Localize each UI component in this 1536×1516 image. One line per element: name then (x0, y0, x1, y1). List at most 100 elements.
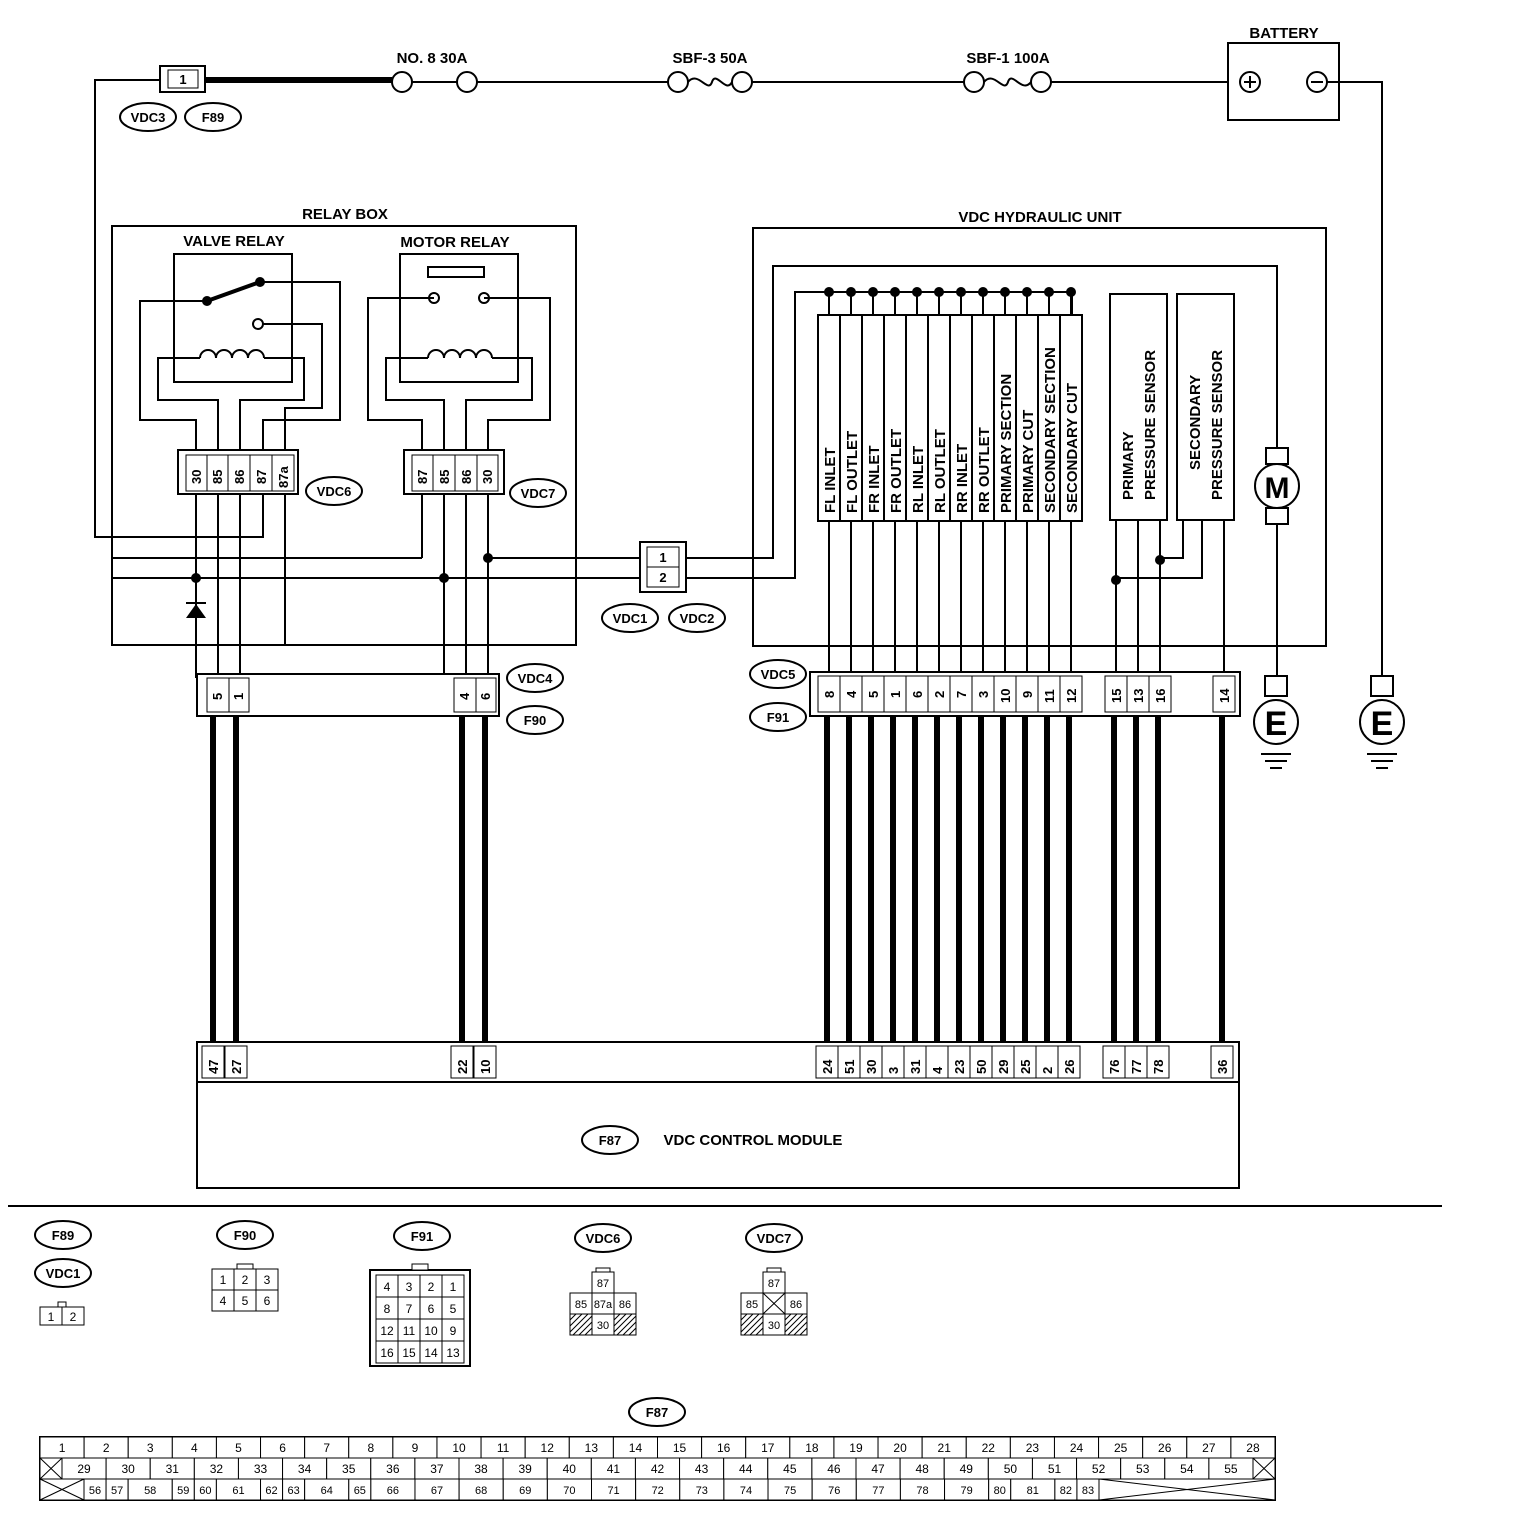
tag-vdc1: VDC1 (613, 611, 648, 626)
legend-pin: 21 (938, 1441, 952, 1455)
legend-pin: 28 (1246, 1441, 1260, 1455)
vdc6-pin: 30 (189, 470, 204, 484)
legend-pin: 40 (563, 1462, 577, 1476)
legend-pin: 49 (960, 1462, 974, 1476)
legend-pin: 53 (1136, 1462, 1150, 1476)
legend-pin: 3 (147, 1441, 154, 1455)
legend-pin: 13 (446, 1346, 460, 1360)
vdc5-pin: 8 (822, 691, 837, 698)
legend-pin: 59 (177, 1485, 189, 1497)
legend-pin: 2 (70, 1310, 77, 1324)
legend-pin: 75 (784, 1485, 796, 1497)
module-pin: 23 (952, 1060, 967, 1074)
valve-label: FL OUTLET (844, 431, 861, 513)
legend-pin: 6 (279, 1441, 286, 1455)
legend-pin: 1 (59, 1441, 66, 1455)
legend-pin: 30 (597, 1320, 609, 1332)
vdc5-pin: 13 (1131, 689, 1146, 703)
legend-pin: 1 (48, 1310, 55, 1324)
legend-pin: 17 (761, 1441, 775, 1455)
legend-pin: 30 (768, 1320, 780, 1332)
legend-pin: 4 (384, 1280, 391, 1294)
tag-vdc4: VDC4 (518, 671, 553, 686)
valve-relay-label: VALVE RELAY (183, 233, 284, 250)
module-pin: 30 (864, 1060, 879, 1074)
legend-pin: 29 (77, 1462, 91, 1476)
legend-pin: 12 (380, 1324, 394, 1338)
vdc6-pin: 87 (254, 470, 269, 484)
legend-pin: 61 (232, 1485, 244, 1497)
tag-f89: F89 (52, 1228, 74, 1243)
legend-pin: 5 (235, 1441, 242, 1455)
legend-pin: 82 (1060, 1485, 1072, 1497)
legend-pin: 78 (916, 1485, 928, 1497)
legend-cell (441, 1340, 465, 1364)
vdc7-pin: 87 (415, 470, 430, 484)
legend-pin: 64 (321, 1485, 333, 1497)
legend-pin: 7 (406, 1302, 413, 1316)
legend-vdc7: VDC7 87 85 86 30 (740, 1223, 808, 1336)
legend-pin: 81 (1027, 1485, 1039, 1497)
legend-pin: 24 (1070, 1441, 1084, 1455)
vdc4-pin: 4 (457, 692, 472, 700)
module-pin-cell (224, 1045, 248, 1079)
power-supply-line: 1 NO. 8 30A SBF-3 50A SBF-1 100A (94, 25, 1383, 676)
module-pin: 29 (996, 1060, 1011, 1074)
vdc1-vdc2-connector: 1 2 VDC1 VDC2 (601, 265, 1278, 633)
vdc5-pin: 16 (1153, 689, 1168, 703)
vdc3-pin: 1 (179, 72, 186, 87)
vdc5-pin: 4 (844, 690, 859, 698)
legend-pin: 13 (585, 1441, 599, 1455)
legend-pin: 20 (893, 1441, 907, 1455)
legend-cell (255, 1289, 279, 1312)
vdc5-pin-cell (1148, 675, 1172, 713)
module-pin: 50 (974, 1060, 989, 1074)
legend-pin: 2 (428, 1280, 435, 1294)
vdc5-pin: 15 (1109, 689, 1124, 703)
vdc5-pin: 3 (976, 691, 991, 698)
vdc7-pin: 86 (459, 470, 474, 484)
legend-pin: 56 (89, 1485, 101, 1497)
legend-pin: 63 (287, 1485, 299, 1497)
vdc6-pin-block: 30 85 86 87 87a (185, 454, 295, 492)
legend-pin: 15 (402, 1346, 416, 1360)
legend-pin: 38 (474, 1462, 488, 1476)
vdc7-pin: 85 (437, 470, 452, 484)
legend-pin: 8 (384, 1302, 391, 1316)
module-pin: 10 (478, 1060, 493, 1074)
legend-pin: 76 (828, 1485, 840, 1497)
legend-pin: 45 (783, 1462, 797, 1476)
relay-box-title: RELAY BOX (302, 206, 388, 223)
valve-label: FR INLET (866, 446, 883, 514)
hydraulic-unit-title: VDC HYDRAULIC UNIT (958, 209, 1121, 226)
vdc1-pin: 1 (659, 550, 666, 565)
tag-vdc6: VDC6 (586, 1231, 621, 1246)
legend-vdc6: VDC6 87 85 87a 86 30 (569, 1223, 637, 1336)
vdc2-pin: 2 (659, 570, 666, 585)
legend-pin: 33 (254, 1462, 268, 1476)
legend-pin: 15 (673, 1441, 687, 1455)
tag-f87: F87 (599, 1133, 621, 1148)
secondary-sensor-label: PRESSURE SENSOR (1209, 350, 1226, 500)
vdc7-pin-block: 87 85 86 30 (411, 454, 499, 492)
battery-label: BATTERY (1249, 25, 1318, 42)
legend-pin: 60 (199, 1485, 211, 1497)
vdc5-pin: 10 (998, 689, 1013, 703)
legend-pin: 50 (1004, 1462, 1018, 1476)
legend-pin: 39 (518, 1462, 532, 1476)
module-pin: 27 (229, 1060, 244, 1074)
legend-pin: 26 (1158, 1441, 1172, 1455)
module-pin: 2 (1040, 1067, 1055, 1074)
legend-pin: 85 (575, 1299, 587, 1311)
legend-pin: 36 (386, 1462, 400, 1476)
legend-pin: 86 (619, 1299, 631, 1311)
legend-pin: 86 (790, 1299, 802, 1311)
vdc4-pin: 5 (210, 693, 225, 700)
ground-symbol: E (1265, 705, 1288, 743)
vdc5-pin: 14 (1217, 688, 1232, 703)
module-pin-cell (1210, 1045, 1234, 1079)
legend-pin: 3 (264, 1273, 271, 1287)
